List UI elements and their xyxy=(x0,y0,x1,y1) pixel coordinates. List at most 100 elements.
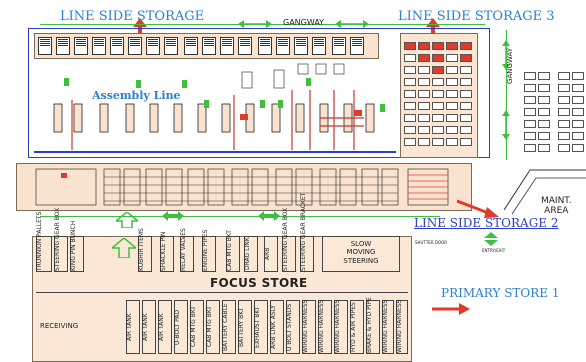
lower-bay-label: EXHAUST BKT xyxy=(254,306,261,348)
lower-bay-label: WIRING HARNESS xyxy=(302,299,309,353)
assembly-line-floor xyxy=(34,60,396,153)
lower-bay-label: BATTERY BKT xyxy=(238,307,245,347)
upper-bay-label: KING PIN BUNCH xyxy=(70,220,77,271)
upper-bay-label: STEERING GEAR BOX xyxy=(54,207,61,271)
lower-bay: AIR TANK xyxy=(158,300,172,354)
focus-store-divider xyxy=(36,292,408,293)
upper-bay: ENGINE PIPES xyxy=(202,229,216,272)
shutter-door-label: SHUTTER DOOR xyxy=(415,240,448,245)
lower-bay: BRAKE & HYD PIPE xyxy=(366,297,380,354)
lower-bay: U-BOLT PAD xyxy=(174,300,188,354)
lower-bay-label: AIR TANK xyxy=(158,313,165,341)
lower-bay: BATTERY CABLE xyxy=(222,300,236,354)
lower-bay-label: WIRING HARNESS xyxy=(318,299,325,353)
lower-bay-label: WIRING HARNESS xyxy=(396,299,403,353)
slow-moving-line1: SLOW xyxy=(350,240,372,248)
lower-bay: HYD & AIR PIPES xyxy=(350,300,364,354)
maint-area-label: MAINT. AREA xyxy=(541,196,572,217)
lower-bay-label: ARB LINK ASLY xyxy=(270,305,277,349)
lower-bay: WIRING HARNESS xyxy=(302,300,316,354)
double-arrow-icon xyxy=(502,40,510,70)
arrow-right-icon xyxy=(456,199,499,218)
middle-racks xyxy=(35,168,449,206)
right-storage-grid xyxy=(524,72,586,162)
maint-area-outline xyxy=(503,169,586,215)
upper-bay-label: RELAY VALVES xyxy=(180,228,187,271)
lower-bay: ARB LINK ASLY xyxy=(270,300,284,354)
storage-3-grid xyxy=(404,42,476,147)
upper-bay: STEERING GEAR BRACKET xyxy=(300,192,314,272)
gangway-side-line xyxy=(506,30,507,160)
lower-bay: CAB MTG BKT xyxy=(206,300,220,354)
line-side-storage-label: LINE SIDE STORAGE xyxy=(60,9,205,24)
line-side-storage-3-label: LINE SIDE STORAGE 3 xyxy=(398,9,555,24)
assembly-line-label: Assembly Line xyxy=(92,89,181,102)
upper-bay: ARB xyxy=(264,236,278,272)
entry-exit-label: ENTRY/EXIT xyxy=(482,248,506,253)
slow-moving-line3: STEERING xyxy=(343,256,379,265)
double-arrow-icon xyxy=(502,110,510,140)
gangway-lower-line xyxy=(40,216,440,217)
lower-bay: CAB MTG BKT xyxy=(190,300,204,354)
lower-bay: AIR TANK xyxy=(142,300,156,354)
arrow-up-icon xyxy=(112,238,136,258)
upper-bay-label: ENGINE PIPES xyxy=(202,229,209,272)
lower-bay: WIRING HARNESS xyxy=(382,300,394,354)
lower-bay-label: WIRING HARNESS xyxy=(334,299,341,353)
lower-bay: BATTERY BKT xyxy=(238,300,252,354)
upper-bay: SHACKLE PIN xyxy=(160,231,174,272)
lower-bay-label: U-BOLT PAD xyxy=(174,309,181,345)
upper-bay: RELAY VALVES xyxy=(180,228,194,272)
double-arrow-icon xyxy=(162,211,184,221)
lower-bay-label: U BOLT STANDS xyxy=(286,303,293,351)
assembly-top-racks xyxy=(38,37,376,55)
slow-moving-line2: MOVING xyxy=(346,248,376,257)
lower-bay-label: BRAKE & HYD PIPE xyxy=(366,297,373,353)
double-arrow-icon xyxy=(335,20,369,28)
upper-bay: DRAG LINK xyxy=(244,236,258,272)
upper-bay: KUBHIR ITEMS xyxy=(138,228,152,272)
double-arrow-icon xyxy=(258,211,280,221)
arrow-right-icon xyxy=(432,303,470,315)
maint-area-label-line2: AREA xyxy=(544,205,569,216)
lower-bay-label: HYD & AIR PIPES xyxy=(350,302,357,352)
gangway-side-label: GANGWAY xyxy=(506,48,514,84)
upper-bay-label: KUBHIR ITEMS xyxy=(138,228,145,271)
upper-bay-label: TRUNNION PALLETS xyxy=(36,211,43,271)
lower-bay: AIR TANK xyxy=(126,300,140,354)
upper-bay-label: STEERING GEAR BOX xyxy=(282,207,289,271)
lower-bay: WIRING HARNESS xyxy=(318,300,332,354)
assembly-boundary xyxy=(28,28,490,158)
upper-bay-label: DRAG LINK xyxy=(244,237,251,271)
upper-bay: STEERING GEAR BOX xyxy=(54,207,68,272)
lower-bay: WIRING HARNESS xyxy=(334,300,348,354)
line-side-storage-2-label: LINE SIDE STORAGE 2 xyxy=(414,216,559,230)
primary-store-label: PRIMARY STORE 1 xyxy=(441,286,560,300)
upper-bay: CAB MTG BKT xyxy=(226,230,240,272)
lower-bay-label: CAB MTG BKT xyxy=(206,306,213,348)
lower-bay: EXHAUST BKT xyxy=(254,300,268,354)
lower-bay: WIRING HARNESS xyxy=(396,300,408,354)
lower-bay-label: AIR TANK xyxy=(126,313,133,341)
lower-bay-label: BATTERY CABLE xyxy=(222,303,229,351)
focus-store-title: FOCUS STORE xyxy=(210,276,308,290)
assembly-stations xyxy=(53,63,385,150)
middle-rack-strip xyxy=(16,163,472,211)
lower-bay-label: CAB MTG BKT xyxy=(190,306,197,348)
lower-bay-label: AIR TANK xyxy=(142,313,149,341)
gangway-top-label: GANGWAY xyxy=(283,18,325,27)
upper-bay: KING PIN BUNCH xyxy=(70,220,84,272)
upper-bay-label: SHACKLE PIN xyxy=(160,231,167,271)
lower-bay: U BOLT STANDS xyxy=(286,300,300,354)
arrow-up-icon xyxy=(116,212,138,228)
receiving-label: RECEIVING xyxy=(40,322,79,330)
double-arrow-icon xyxy=(484,232,498,246)
double-arrow-icon xyxy=(238,20,272,28)
lower-bay-label: WIRING HARNESS xyxy=(382,299,389,353)
upper-bay-label: CAB MTG BKT xyxy=(226,230,233,271)
upper-bay: TRUNNION PALLETS xyxy=(36,211,52,272)
maint-area-label-line1: MAINT. xyxy=(541,196,572,206)
upper-bay-label: STEERING GEAR BRACKET xyxy=(300,192,307,271)
slow-moving-steering-box: SLOW MOVING STEERING xyxy=(322,236,400,272)
upper-bay: STEERING GEAR BOX xyxy=(282,207,296,272)
